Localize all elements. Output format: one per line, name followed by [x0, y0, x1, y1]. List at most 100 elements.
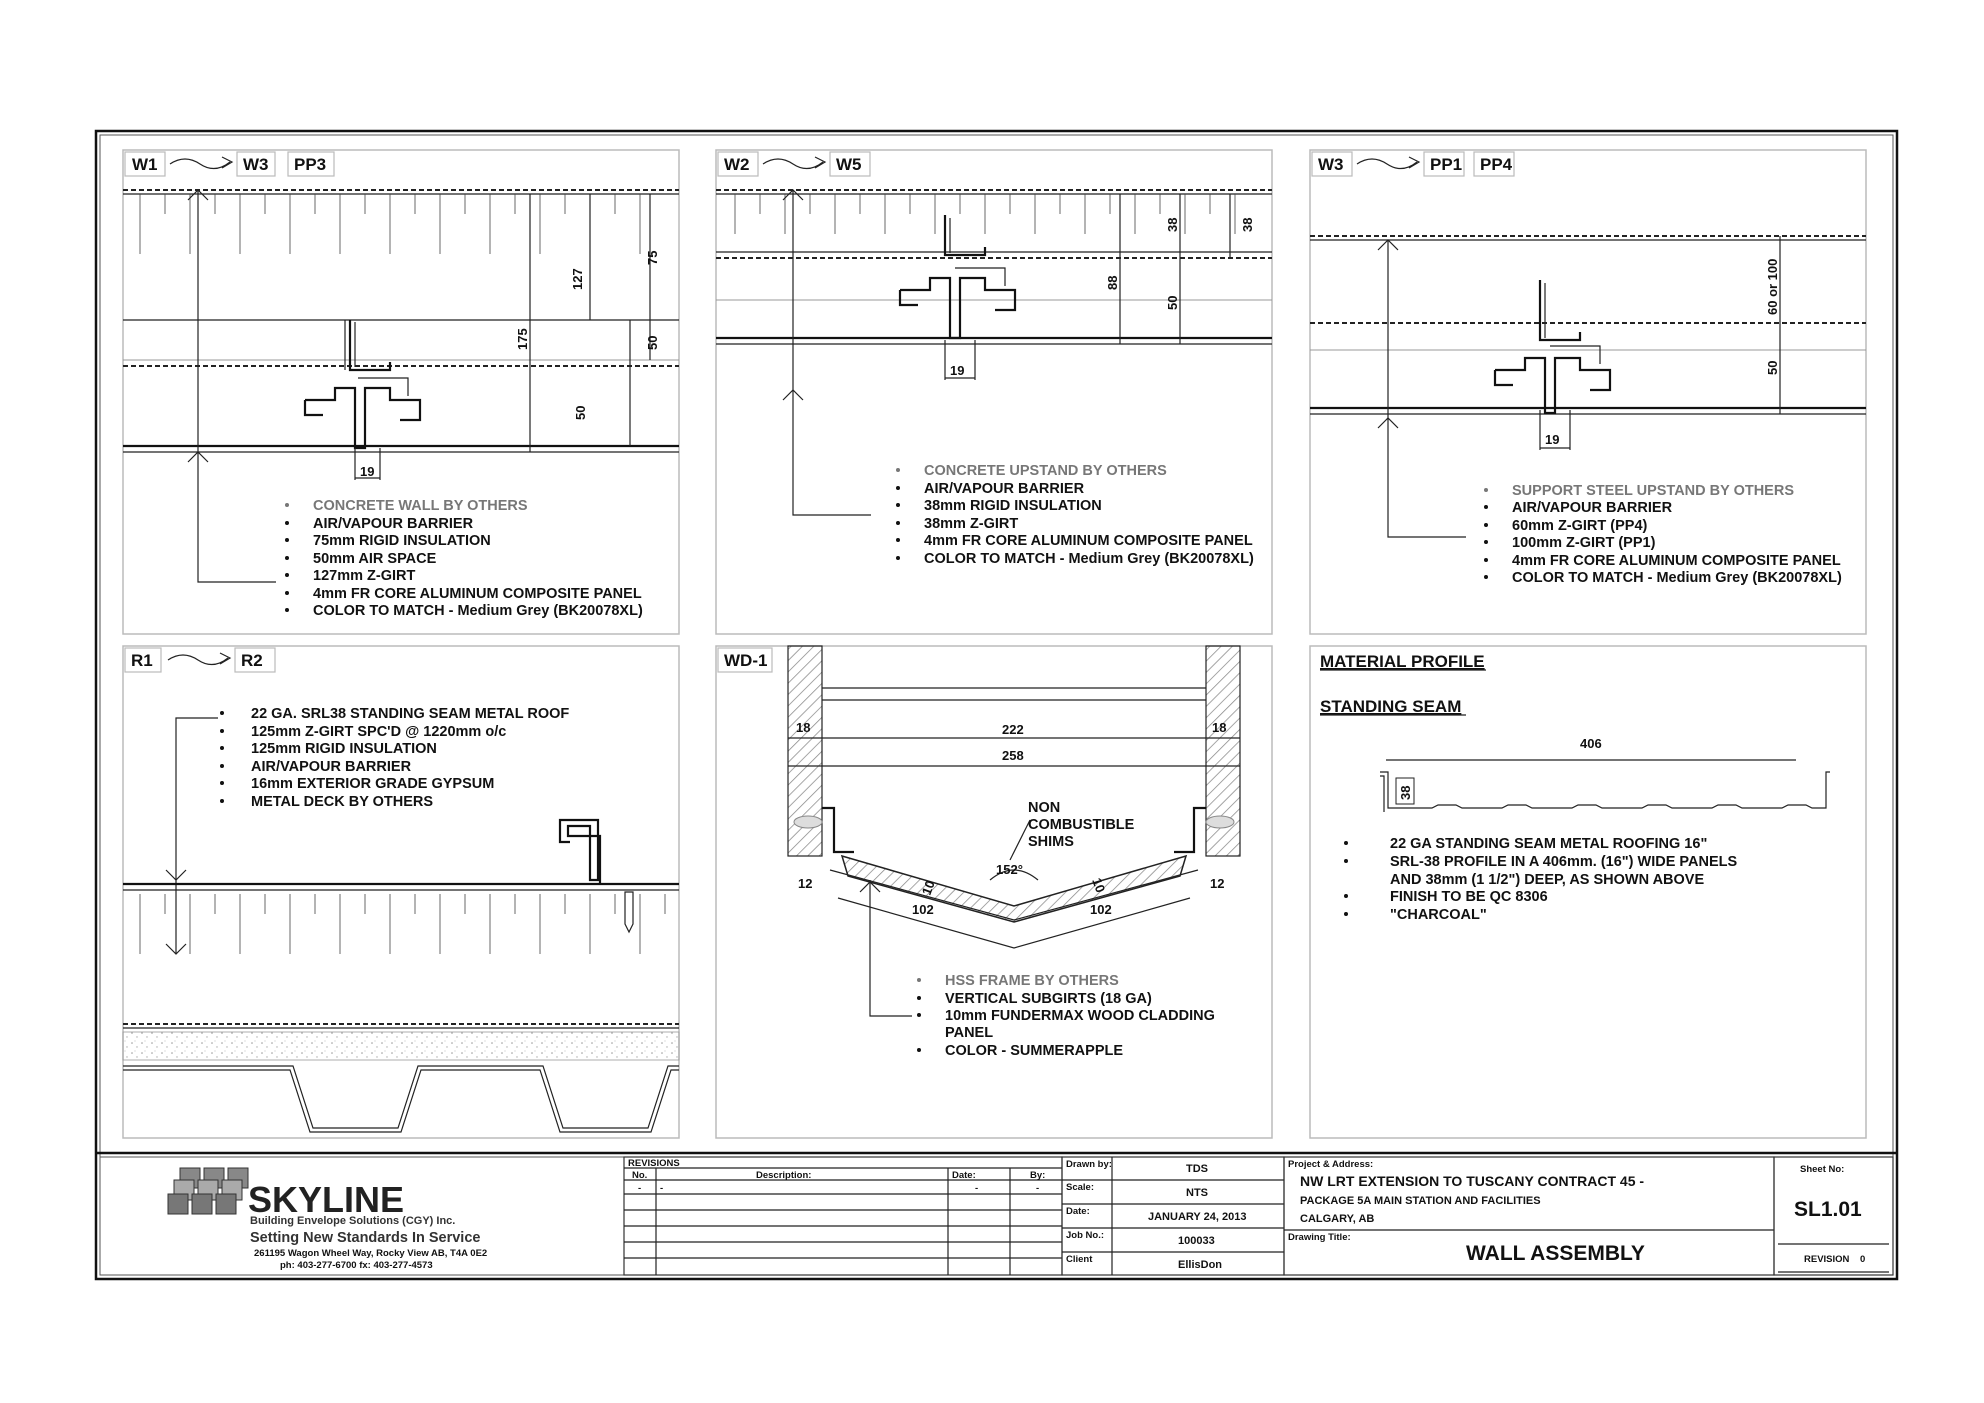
detail-w3-tag-3: PP4	[1480, 155, 1513, 174]
dim-wd1-18b: 18	[1212, 720, 1226, 735]
material-profile-heading: MATERIAL PROFILE	[1320, 652, 1485, 671]
dim-w1-19: 19	[360, 464, 374, 479]
note: CONCRETE UPSTAND BY OTHERS	[924, 463, 1167, 479]
dim-w1-127: 127	[570, 268, 585, 290]
note: 50mm AIR SPACE	[313, 551, 437, 567]
dim-wd1-10a: 10	[919, 878, 938, 897]
note: 60mm Z-GIRT (PP4)	[1512, 518, 1648, 534]
dim-w1-50a: 50	[645, 336, 660, 350]
note: PANEL	[945, 1025, 993, 1041]
material-profile-frame	[1309, 645, 1867, 1139]
revisions-header-description: Description:	[756, 1170, 811, 1181]
wave-arrow-icon	[167, 654, 229, 666]
job-no: 100033	[1178, 1235, 1215, 1247]
note: AIR/VAPOUR BARRIER	[1512, 500, 1673, 516]
detail-wd1-tag-1: WD-1	[724, 651, 767, 670]
note: "CHARCOAL"	[1390, 907, 1487, 923]
detail-material-profile: MATERIAL PROFILE STANDING SEAM 406 38 22…	[1309, 645, 1867, 1139]
note: SRL-38 PROFILE IN A 406mm. (16") WIDE PA…	[1390, 854, 1737, 870]
revisions-header-no: No.	[632, 1170, 647, 1181]
detail-w2-tag-2: W5	[836, 155, 862, 174]
drawing-title: WALL ASSEMBLY	[1466, 1242, 1645, 1265]
project-line-2: PACKAGE 5A MAIN STATION AND FACILITIES	[1300, 1195, 1541, 1207]
drawing-info: Drawn by: TDS Scale: NTS Date: JANUARY 2…	[1061, 1156, 1285, 1276]
job-no-label: Job No.:	[1066, 1230, 1104, 1241]
note: 22 GA STANDING SEAM METAL ROOFING 16"	[1390, 836, 1707, 852]
detail-r1: R1 R2 22 GA. SRL38 STANDING SEAM METAL R…	[122, 645, 680, 1139]
date-label: Date:	[1066, 1206, 1090, 1217]
logo-tagline: Setting New Standards In Service	[250, 1230, 480, 1246]
detail-w1-tag-3: PP3	[294, 155, 326, 174]
note: 4mm FR CORE ALUMINUM COMPOSITE PANEL	[1512, 553, 1841, 569]
drawn-by-label: Drawn by:	[1066, 1159, 1112, 1170]
detail-w3-tag-2: PP1	[1430, 155, 1462, 174]
note: 127mm Z-GIRT	[313, 568, 415, 584]
detail-r1-frame	[122, 645, 680, 1139]
dim-w1-175: 175	[515, 328, 530, 350]
revisions-cell: -	[638, 1183, 641, 1194]
project-label: Project & Address:	[1288, 1159, 1373, 1170]
logo-subtitle: Building Envelope Solutions (CGY) Inc.	[250, 1215, 455, 1227]
title-block: SKYLINE Building Envelope Solutions (CGY…	[96, 1151, 1897, 1276]
sheet-border	[94, 129, 1899, 1281]
date: JANUARY 24, 2013	[1148, 1211, 1246, 1223]
note: AIR/VAPOUR BARRIER	[251, 759, 412, 775]
detail-w3-notes: SUPPORT STEEL UPSTAND BY OTHERS AIR/VAPO…	[1484, 483, 1842, 586]
sheet-info: Sheet No: SL1.01 REVISION 0	[1773, 1156, 1894, 1276]
detail-w2: W2 W5 19 38 38 88 50 CONCRETE UPSTAND BY…	[715, 149, 1273, 635]
skyline-logo: SKYLINE Building Envelope Solutions (CGY…	[167, 1167, 487, 1271]
detail-w3-frame	[1309, 149, 1867, 635]
dim-w3-50: 50	[1765, 361, 1780, 375]
shims-label-3: SHIMS	[1028, 834, 1074, 850]
note: FINISH TO BE QC 8306	[1390, 889, 1548, 905]
dim-wd1-18a: 18	[796, 720, 810, 735]
detail-w1-tag-1: W1	[132, 155, 158, 174]
note: AND 38mm (1 1/2") DEEP, AS SHOWN ABOVE	[1390, 872, 1704, 888]
revisions-cell: -	[660, 1183, 663, 1194]
detail-r1-tag-2: R2	[241, 651, 263, 670]
client-label: Client	[1066, 1254, 1093, 1265]
detail-w1-notes: CONCRETE WALL BY OTHERS AIR/VAPOUR BARRI…	[285, 498, 643, 619]
dim-w2-38a: 38	[1165, 218, 1180, 232]
note: 4mm FR CORE ALUMINUM COMPOSITE PANEL	[313, 586, 642, 602]
note: COLOR TO MATCH - Medium Grey (BK20078XL)	[924, 551, 1254, 567]
note: VERTICAL SUBGIRTS (18 GA)	[945, 991, 1152, 1007]
wave-arrow-icon	[1356, 158, 1418, 170]
project-info: Project & Address: NW LRT EXTENSION TO T…	[1283, 1156, 1775, 1276]
dim-wd1-258: 258	[1002, 748, 1024, 763]
note: 38mm RIGID INSULATION	[924, 498, 1102, 514]
sheet-inner-border	[99, 134, 1894, 1276]
note: COLOR TO MATCH - Medium Grey (BK20078XL)	[313, 603, 643, 619]
note: HSS FRAME BY OTHERS	[945, 973, 1119, 989]
note: COLOR TO MATCH - Medium Grey (BK20078XL)	[1512, 570, 1842, 586]
dim-material-38: 38	[1398, 786, 1413, 800]
dim-wd1-152deg: 152°	[996, 862, 1023, 877]
sheet-no-label: Sheet No:	[1800, 1164, 1844, 1175]
note: 100mm Z-GIRT (PP1)	[1512, 535, 1656, 551]
note: SUPPORT STEEL UPSTAND BY OTHERS	[1512, 483, 1794, 499]
logo-cube-icon	[167, 1167, 249, 1215]
detail-r1-notes: 22 GA. SRL38 STANDING SEAM METAL ROOF 12…	[220, 706, 569, 810]
logo-contact: ph: 403-277-6700 fx: 403-277-4573	[280, 1260, 433, 1271]
drawing-title-label: Drawing Title:	[1288, 1232, 1351, 1243]
dim-wd1-10b: 10	[1089, 876, 1108, 895]
dim-wd1-222: 222	[1002, 722, 1024, 737]
revision: 0	[1860, 1254, 1865, 1265]
note: 125mm RIGID INSULATION	[251, 741, 437, 757]
detail-w2-notes: CONCRETE UPSTAND BY OTHERS AIR/VAPOUR BA…	[896, 463, 1254, 567]
dim-wd1-12a: 12	[798, 876, 812, 891]
standing-seam-heading: STANDING SEAM	[1320, 697, 1461, 716]
logo-address: 261195 Wagon Wheel Way, Rocky View AB, T…	[254, 1248, 487, 1259]
dim-w1-50b: 50	[573, 406, 588, 420]
note: 4mm FR CORE ALUMINUM COMPOSITE PANEL	[924, 533, 1253, 549]
project-line-3: CALGARY, AB	[1300, 1213, 1374, 1225]
detail-r1-tag-1: R1	[131, 651, 153, 670]
note: AIR/VAPOUR BARRIER	[313, 516, 474, 532]
shims-label-2: COMBUSTIBLE	[1028, 817, 1135, 833]
dim-w2-38b: 38	[1240, 218, 1255, 232]
note: AIR/VAPOUR BARRIER	[924, 481, 1085, 497]
revisions-cell: -	[975, 1183, 978, 1194]
detail-w3-tag-1: W3	[1318, 155, 1344, 174]
client: EllisDon	[1178, 1259, 1222, 1271]
revisions-table: REVISIONS No. Description: Date: By: - -…	[623, 1156, 1063, 1276]
